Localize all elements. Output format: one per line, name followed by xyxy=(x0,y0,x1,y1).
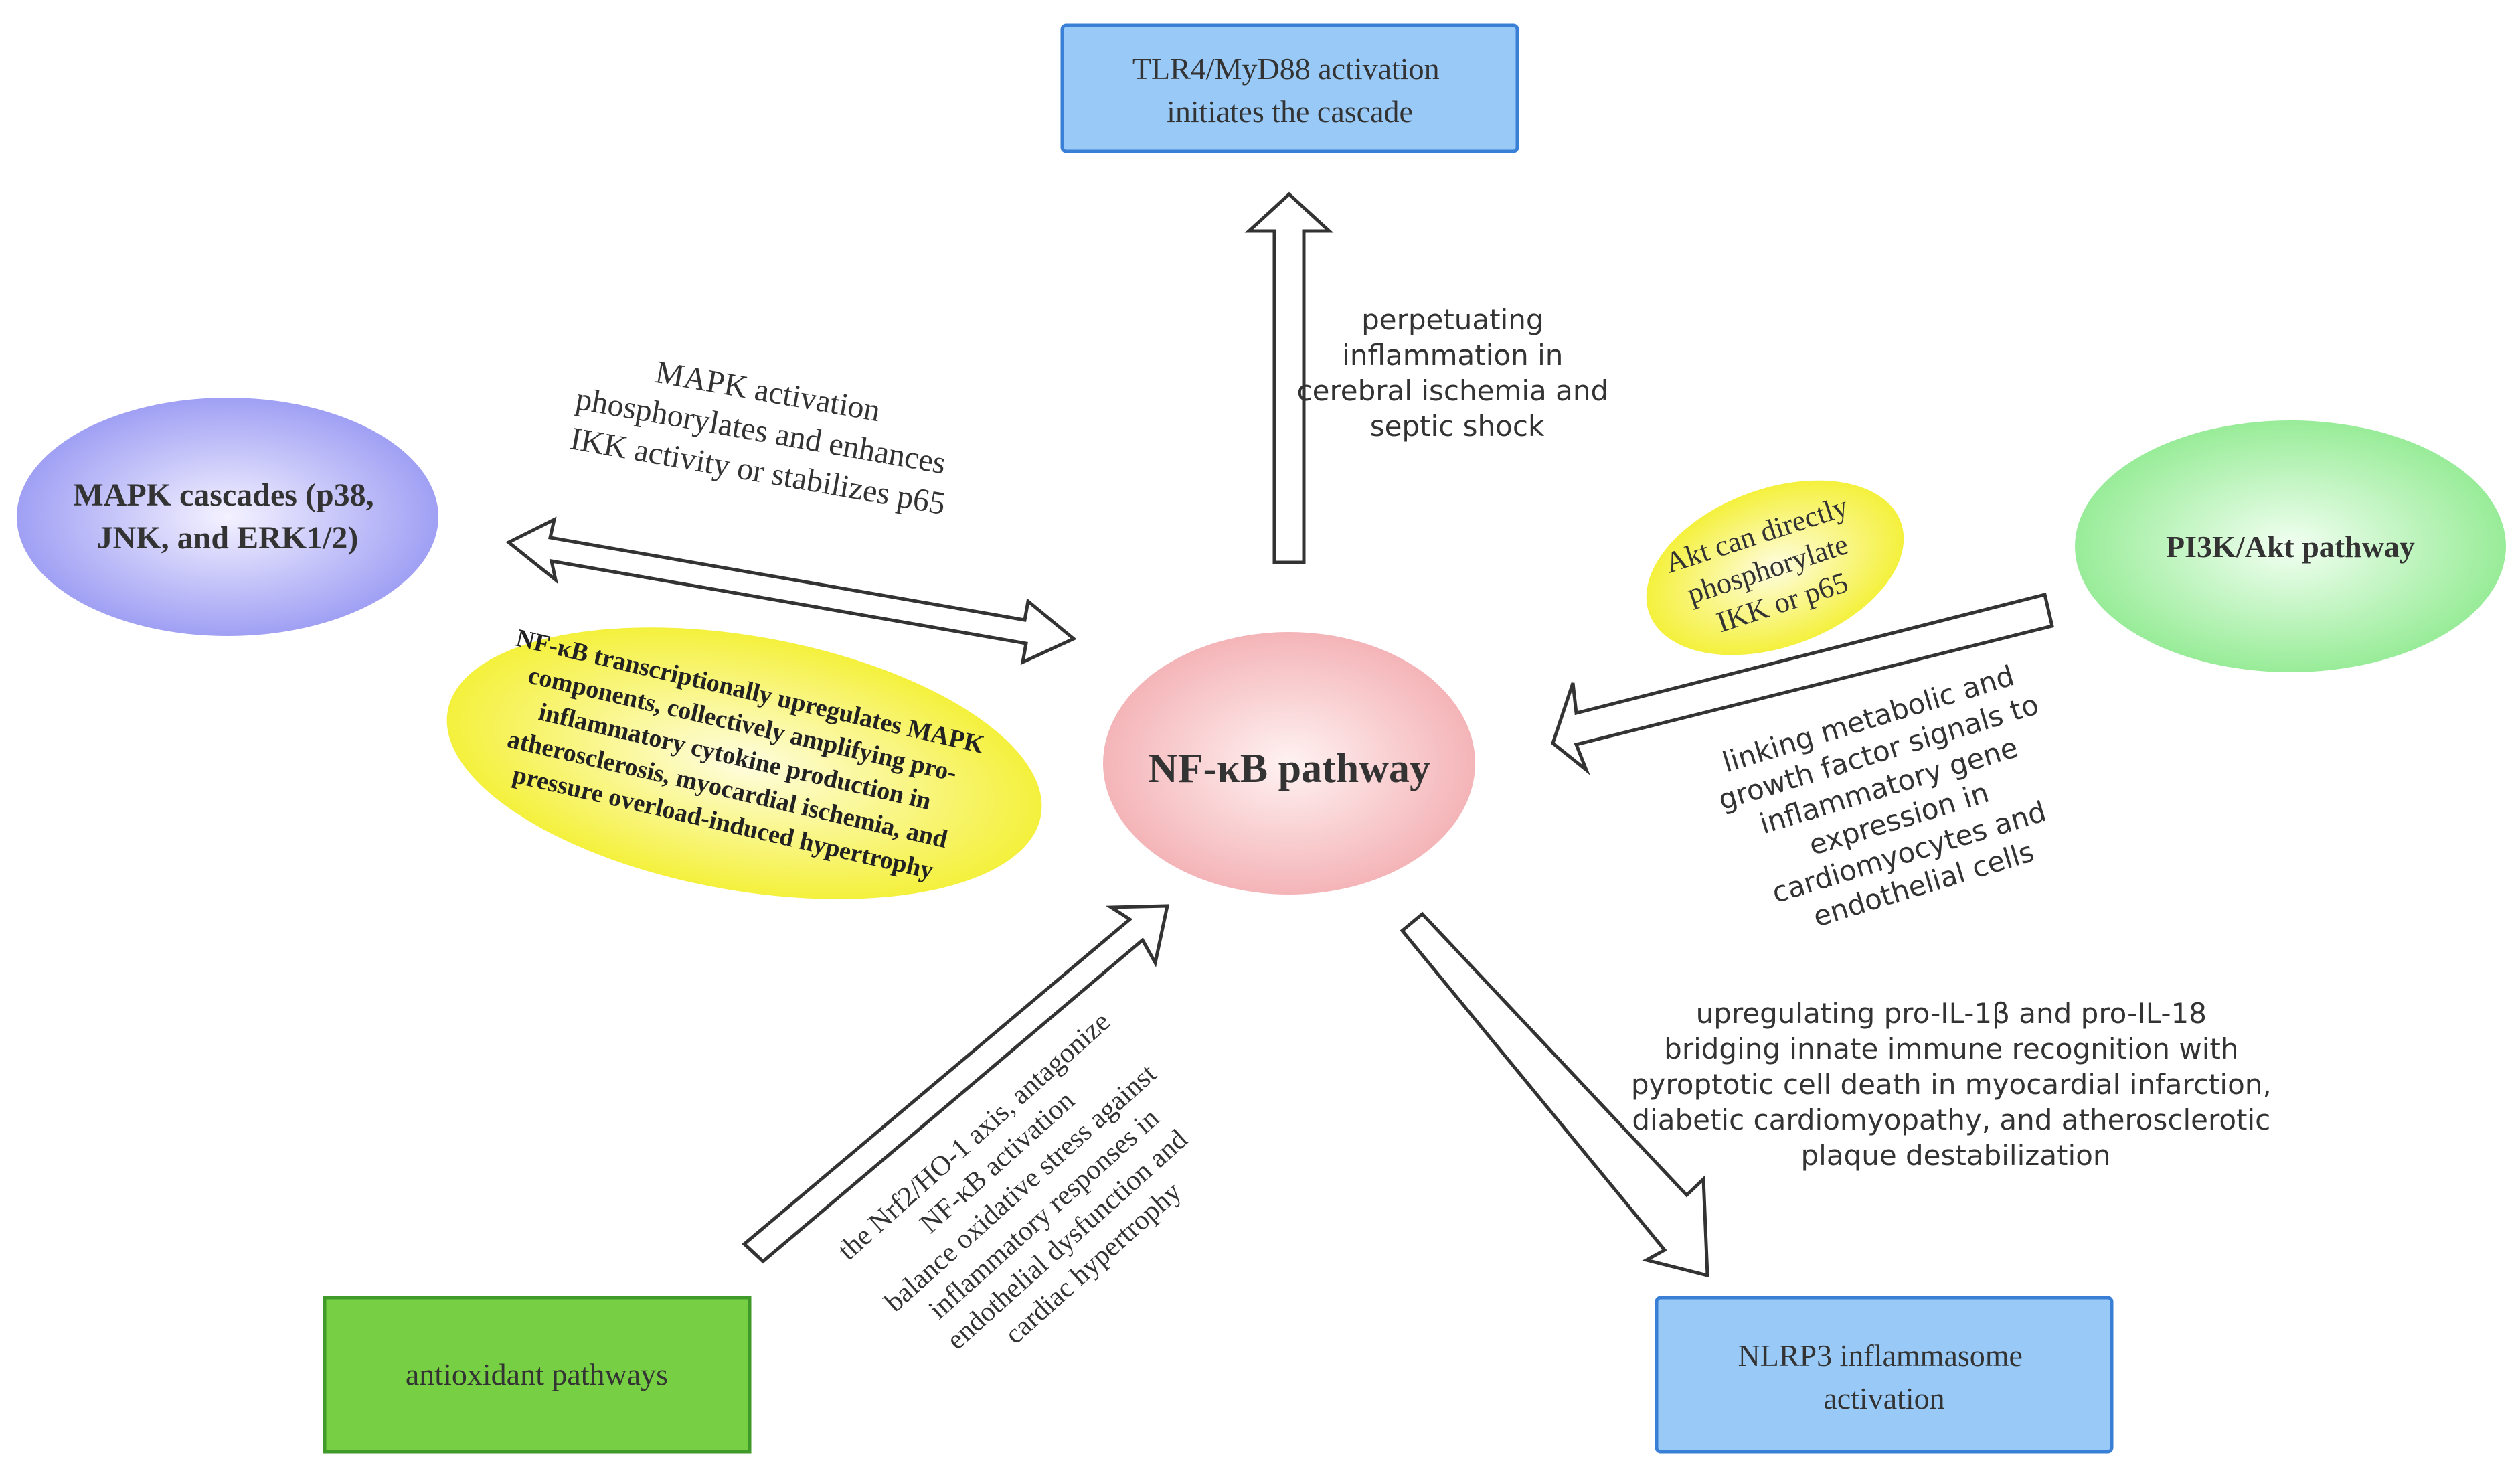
nfkb-pathway-label: NF-κB pathway xyxy=(1148,746,1430,791)
antioxidant-box xyxy=(323,1296,752,1454)
nlrp3-box xyxy=(1655,1296,2114,1454)
nfkb-pathway-node xyxy=(1103,632,1475,895)
arrow-up-to-tlr4 xyxy=(1244,191,1334,564)
arrow-nfkb-to-nlrp3 xyxy=(1400,911,1709,1278)
nlrp3-label: NLRP3 inflammasome activation xyxy=(1738,1338,2031,1415)
mapk-cascades-node xyxy=(17,398,438,636)
mapk-activation-text: MAPK activation phosphorylates and enhan… xyxy=(566,341,963,522)
pi3k-akt-node xyxy=(2075,420,2506,672)
akt-phosphorylate-ellipse xyxy=(1646,480,1904,655)
perpetuating-inflammation-text: perpetuating inflammation in cerebral is… xyxy=(1297,303,1618,443)
mapk-cascades-label: MAPK cascades (p38, JNK, and ERK1/2) xyxy=(73,477,382,556)
pi3k-akt-label: PI3K/Akt pathway xyxy=(2166,530,2415,564)
arrow-pi3k-to-nfkb xyxy=(1551,592,2054,775)
tlr4-label: TLR4/MyD88 activation initiates the casc… xyxy=(1132,52,1447,129)
nrf2-ho1-text: the Nrf2/HO-1 axis, antagonize NF-κB act… xyxy=(832,1002,1238,1396)
double-arrow-mapk-nfkb xyxy=(505,516,1077,666)
arrow-antioxidant-to-nfkb xyxy=(742,904,1170,1264)
upregulating-il1b-text: upregulating pro-IL-1β and pro-IL-18 bri… xyxy=(1631,997,2280,1172)
antioxidant-label: antioxidant pathways xyxy=(406,1357,668,1391)
nfkb-upregulates-mapk-ellipse xyxy=(446,627,1042,899)
tlr4-box xyxy=(1060,23,1519,153)
